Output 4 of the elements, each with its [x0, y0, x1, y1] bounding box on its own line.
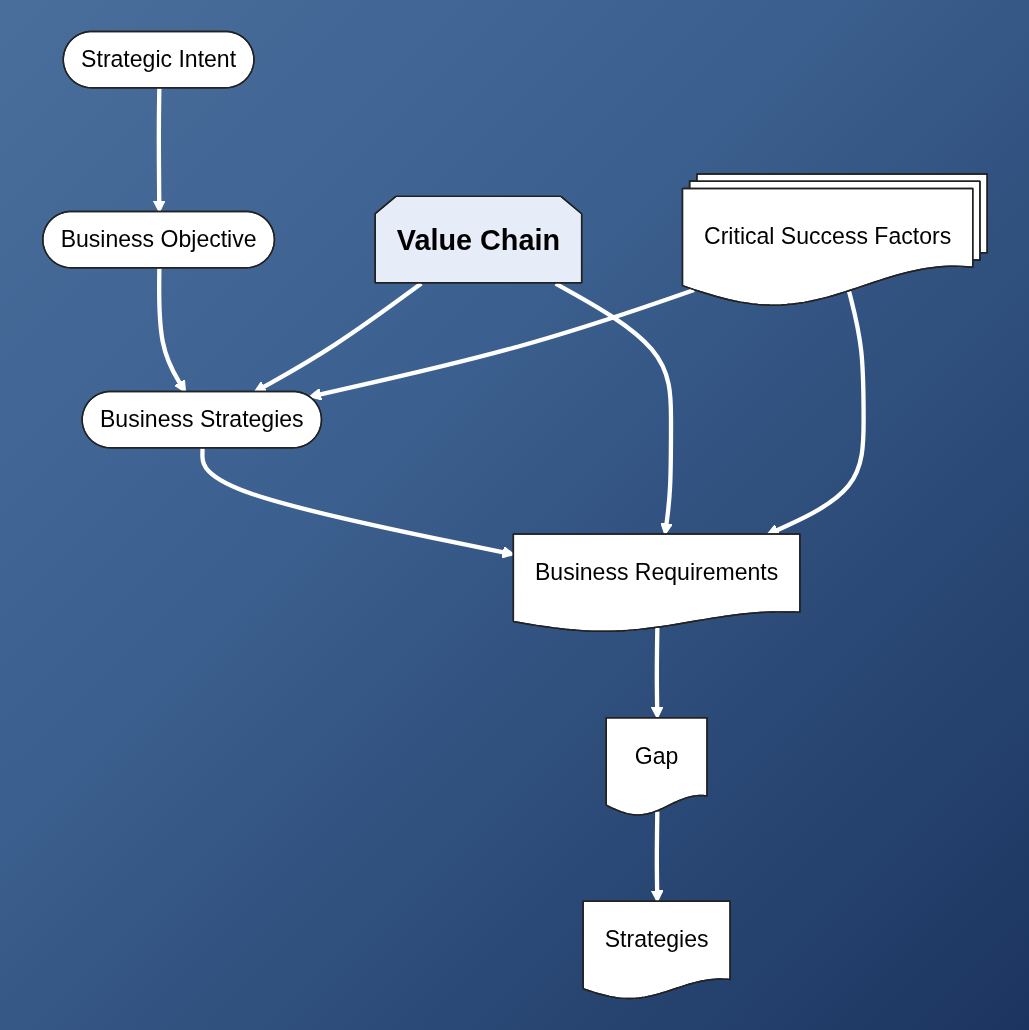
- arrow: [308, 288, 695, 401]
- arrow: [156, 268, 186, 393]
- arrow: [152, 88, 166, 213]
- arrow: [253, 281, 423, 393]
